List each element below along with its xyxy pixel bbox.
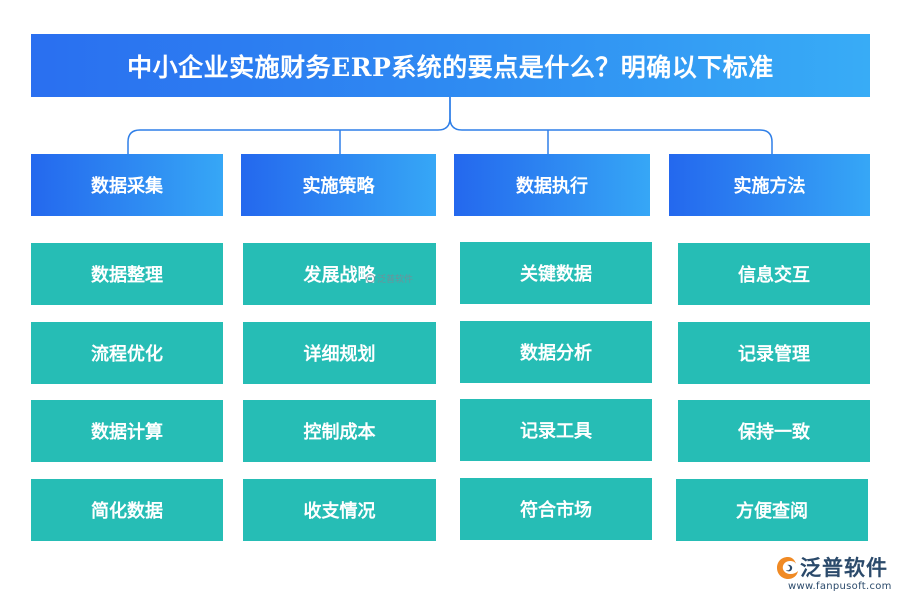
column-3-item-4: 符合市场 [460,478,652,540]
item-label: 方便查阅 [736,501,808,522]
column-4-item-1: 信息交互 [678,243,870,305]
column-header-label: 数据执行 [516,176,588,197]
column-1-item-2: 流程优化 [31,322,223,384]
item-label: 保持一致 [738,422,810,443]
item-label: 流程优化 [91,344,163,365]
connector-line-4 [449,97,773,154]
inline-watermark: 泛普软件 [366,272,413,285]
column-header-4: 实施方法 [669,154,870,216]
column-header-label: 实施方法 [733,176,806,197]
fanpu-swirl-icon [777,557,798,579]
watermark-text: 泛普软件 [377,275,414,285]
diagram-title: 中小企业实施财务ERP系统的要点是什么？明确以下标准 [127,52,774,82]
item-label: 信息交互 [738,265,810,286]
title-banner: 中小企业实施财务ERP系统的要点是什么？明确以下标准 [31,34,870,97]
column-2-item-3: 控制成本 [243,400,436,462]
item-label: 符合市场 [520,500,592,521]
item-label: 数据整理 [91,265,163,286]
item-label: 控制成本 [303,422,376,443]
column-header-label: 实施策略 [302,176,375,197]
column-1-item-3: 数据计算 [31,400,223,462]
column-2-item-2: 详细规划 [243,322,436,384]
column-3-item-2: 数据分析 [460,321,652,383]
column-header-label: 数据采集 [91,176,163,197]
column-header-1: 数据采集 [31,154,223,216]
item-label: 记录工具 [520,421,592,442]
item-label: 详细规划 [303,344,376,365]
item-label: 数据计算 [91,422,163,443]
column-header-3: 数据执行 [454,154,650,216]
logo-url: www.fanpusoft.com [788,581,892,592]
logo-name: 泛普软件 [800,556,888,580]
column-3-item-3: 记录工具 [460,399,652,461]
column-4-item-4: 方便查阅 [676,479,868,541]
item-label: 简化数据 [91,501,163,522]
column-1-item-4: 简化数据 [31,479,223,541]
item-label: 收支情况 [303,501,376,522]
watermark-mark-icon [366,274,375,283]
column-4-item-2: 记录管理 [678,322,870,384]
column-1-item-1: 数据整理 [31,243,223,305]
connector-line-1 [127,97,451,154]
brand-logo[interactable]: 泛普软件 www.fanpusoft.com [770,552,894,596]
column-header-2: 实施策略 [241,154,436,216]
column-2-item-4: 收支情况 [243,479,436,541]
column-3-item-1: 关键数据 [460,242,652,304]
item-label: 发展战略 [303,265,376,286]
item-label: 记录管理 [738,344,810,365]
column-4-item-3: 保持一致 [678,400,870,462]
column-2-item-1: 发展战略 [243,243,436,305]
item-label: 数据分析 [520,343,592,364]
item-label: 关键数据 [520,264,592,285]
